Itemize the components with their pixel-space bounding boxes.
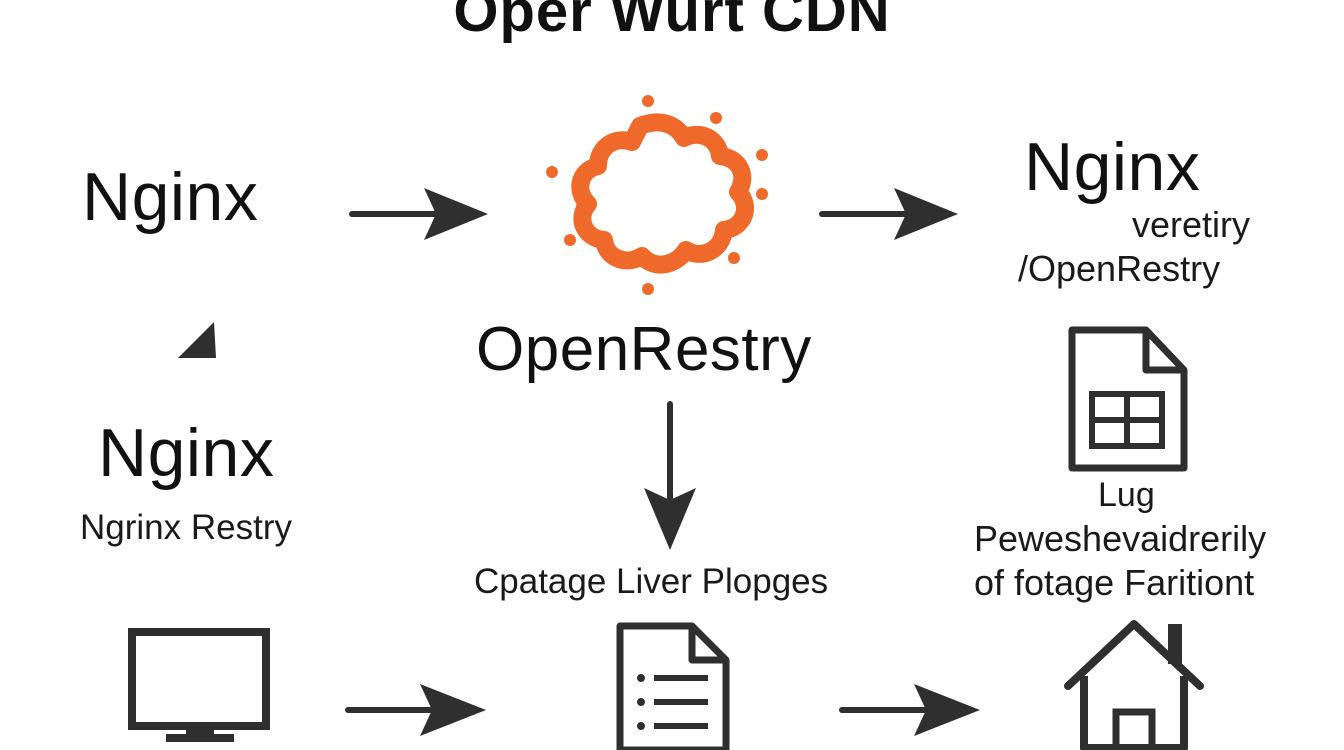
arrow-tip-up: [178, 322, 216, 358]
nginx-node-lower: Nginx: [98, 415, 275, 491]
nginx-lower-subtitle: Ngrinx Restry: [80, 508, 292, 547]
document-list-icon: [616, 622, 730, 750]
arrow-nginx-to-openresty: [349, 188, 488, 240]
openresty-logo-icon: [546, 95, 768, 295]
right-caption-line-1: Peweshevaidrerily: [974, 518, 1267, 559]
right-caption-line-2: of fotage Faritiont: [974, 562, 1255, 603]
diagram-title: Oper Wurt CDN: [453, 0, 891, 44]
house-icon: [1064, 620, 1204, 750]
nginx-right-openresty-label: /OpenRestry: [1018, 248, 1221, 289]
monitor-icon: [128, 628, 270, 742]
arrow-document-to-house: [839, 684, 980, 736]
openresty-node-label: OpenRestry: [476, 315, 812, 384]
arrow-openresty-down: [644, 401, 696, 550]
nginx-node-left: Nginx: [82, 159, 259, 235]
right-caption-heading: Lug: [1098, 476, 1155, 514]
arrow-monitor-to-document: [345, 684, 486, 736]
center-bottom-caption: Cpatage Liver Plopges: [474, 562, 829, 601]
nginx-node-right: Nginx: [1024, 129, 1201, 205]
spreadsheet-file-icon: [1068, 326, 1188, 472]
arrow-openresty-to-nginx-right: [819, 188, 958, 240]
nginx-right-subtitle: veretiry: [1132, 204, 1251, 245]
